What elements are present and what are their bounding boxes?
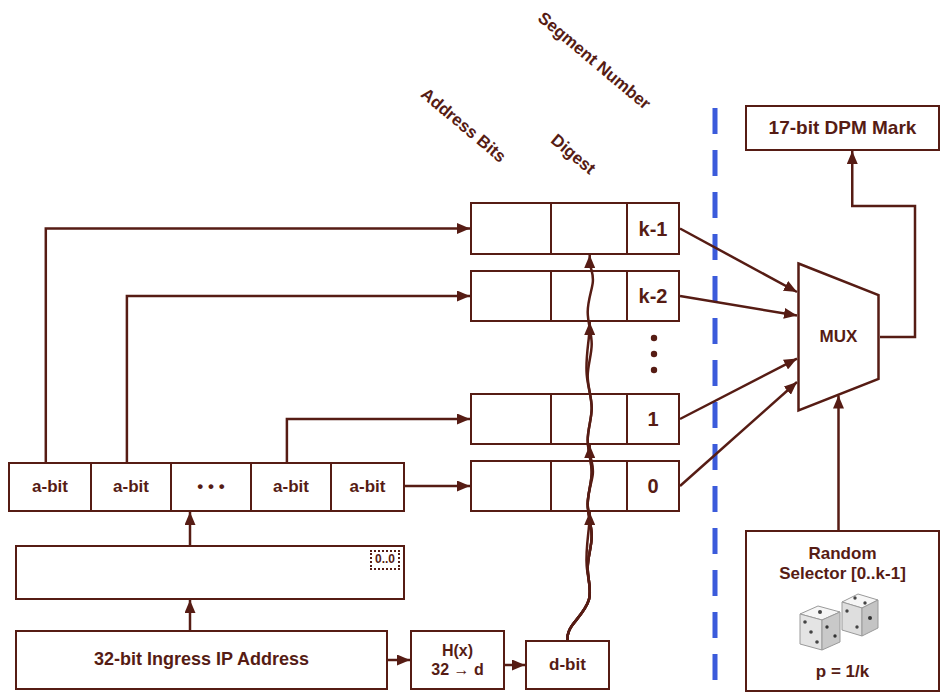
mark-segment-row: 1 (470, 393, 680, 445)
output-mark-box: 17-bit DPM Mark (745, 105, 940, 151)
column-header: Address Bits (417, 84, 510, 167)
die-face (822, 612, 840, 650)
signal-arrow (680, 296, 797, 316)
digest-cell (552, 272, 628, 320)
signal-arrow (189, 600, 192, 630)
hash-function-box: H(x)32 → d (410, 630, 505, 690)
mark-segment-row: k-2 (470, 270, 680, 322)
dice-icon (800, 594, 878, 650)
node-text: a-bit (350, 477, 386, 497)
signal-arrow (837, 396, 840, 531)
node-text: 32 → d (431, 660, 483, 679)
node-text: a-bit (113, 477, 149, 497)
die-face (862, 600, 878, 636)
signal-arrow (568, 255, 593, 640)
signal-arrow (568, 512, 590, 640)
address-bits-cell (472, 462, 552, 510)
node-text: a-bit (32, 477, 68, 497)
node-text: a-bit (273, 477, 309, 497)
die-pip (853, 596, 856, 599)
ellipsis-dot (651, 335, 657, 341)
multiplexer: MUX (797, 262, 880, 412)
signal-arrow (127, 296, 470, 462)
segment-number-cell: k-2 (628, 272, 678, 320)
node-text: 32-bit Ingress IP Address (94, 649, 309, 671)
die-pip (815, 640, 819, 644)
address-chunk: a-bit (250, 462, 332, 512)
segment-number-cell: 0 (628, 462, 678, 510)
signal-arrow (680, 382, 797, 486)
padded-address-box: 0..0 (15, 545, 405, 600)
signal-arrow (680, 229, 797, 293)
die-pip (833, 634, 836, 637)
signal-arrow (405, 485, 470, 488)
address-chunk: a-bit (330, 462, 405, 512)
address-bits-cell (472, 204, 552, 253)
signal-arrow (388, 659, 410, 662)
node-text: 0 (647, 474, 658, 498)
mark-segment-row: 0 (470, 460, 680, 512)
node-text: d-bit (549, 655, 586, 675)
address-chunk: a-bit (8, 462, 92, 512)
node-text: Random Selector [0..k-1] (776, 544, 910, 585)
node-text: p = 1/k (816, 662, 869, 682)
mux-outline (799, 264, 879, 411)
digest-box: d-bit (525, 640, 610, 690)
digest-cell (552, 204, 628, 253)
address-chunk: a-bit (90, 462, 172, 512)
segment-number-cell: k-1 (628, 204, 678, 253)
address-bits-cell (472, 395, 552, 443)
node-text: 17-bit DPM Mark (769, 117, 917, 140)
signal-arrow (505, 664, 525, 667)
address-bits-cell (472, 272, 552, 320)
column-header: Digest (547, 130, 600, 179)
signal-arrow (46, 229, 470, 463)
die-pip (803, 620, 807, 624)
die-pip (863, 601, 866, 604)
ellipsis-dot (651, 351, 657, 357)
die-pip (855, 625, 858, 628)
ellipsis-dot (651, 367, 657, 373)
mark-segment-row: k-1 (470, 202, 680, 255)
node-text: MUX (820, 327, 858, 347)
signal-arrow (680, 359, 797, 419)
die-pip (845, 609, 848, 612)
ip-address-box: 32-bit Ingress IP Address (15, 630, 388, 690)
die-pip (818, 610, 822, 614)
node-text: k-2 (639, 284, 668, 308)
node-text: k-1 (639, 217, 668, 241)
address-chunk: • • • (170, 462, 252, 512)
signal-arrow (568, 445, 593, 640)
random-selector-box: Random Selector [0..k-1] p = 1/k (745, 530, 940, 692)
node-text: 1 (647, 407, 658, 431)
die-pip (868, 616, 872, 620)
die-pip (809, 630, 813, 634)
signal-arrow (287, 419, 470, 462)
die-face (842, 602, 862, 636)
die-pip (825, 625, 828, 628)
signal-arrow (189, 512, 192, 545)
digest-cell (552, 462, 628, 510)
segment-number-cell: 1 (628, 395, 678, 443)
digest-cell (552, 395, 628, 443)
die-face (800, 614, 822, 650)
node-text: • • • (197, 477, 224, 497)
node-text: H(x) (442, 641, 473, 660)
node-text: 0..0 (370, 550, 400, 570)
column-header: Segment Number (534, 8, 655, 114)
